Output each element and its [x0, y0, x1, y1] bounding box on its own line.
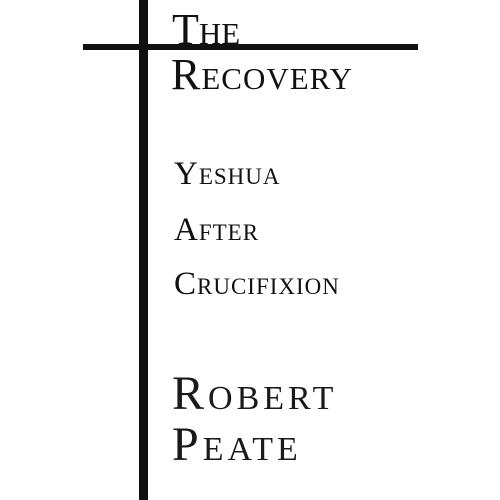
title-line-2: Recovery [171, 50, 354, 99]
subtitle-line-3: Crucifixion [174, 266, 340, 302]
cross-vertical-bar [139, 0, 148, 500]
author-last-name: Peate [172, 418, 302, 471]
title-line-1: The [172, 5, 241, 54]
subtitle-line-1: Yeshua [174, 156, 281, 192]
cross-horizontal-bar [83, 44, 418, 50]
author-first-name: Robert [172, 367, 338, 420]
subtitle-line-2: After [174, 212, 260, 248]
